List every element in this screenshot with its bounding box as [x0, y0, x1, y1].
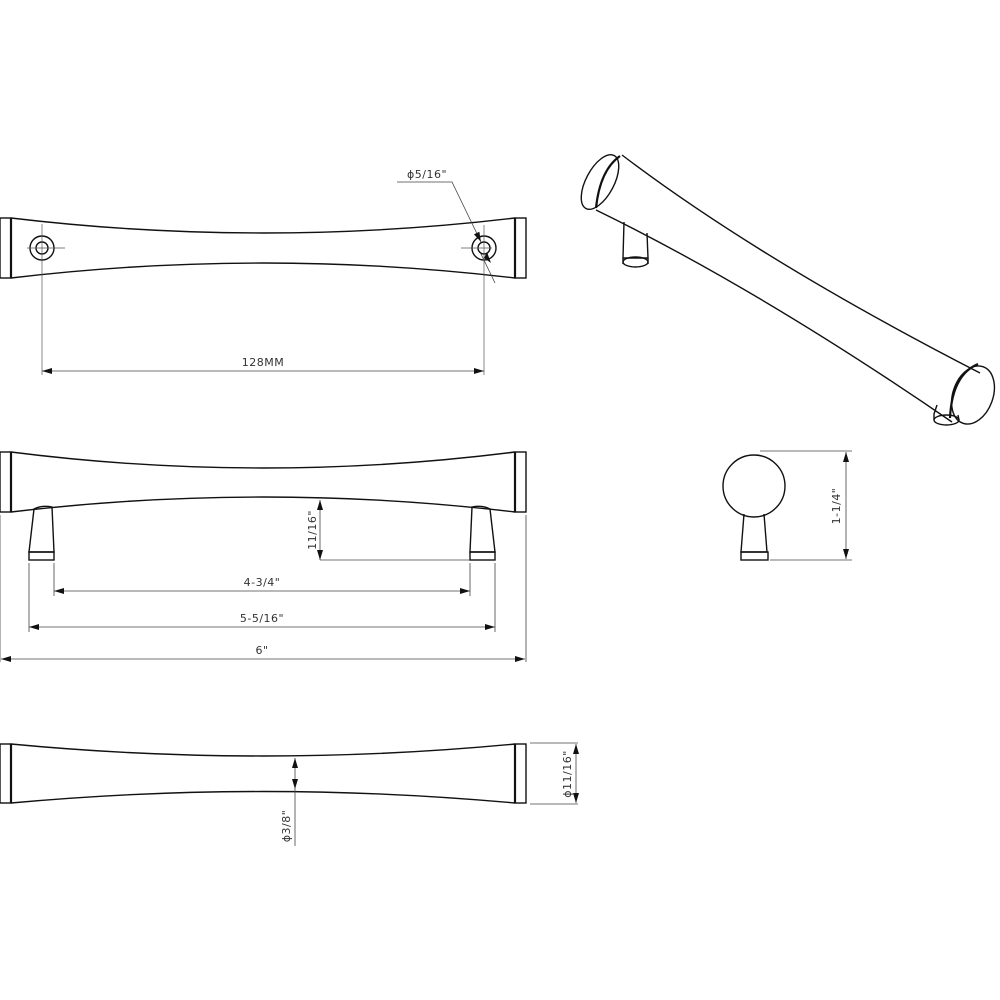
left-end-cap	[0, 217, 12, 279]
hole-diameter-label: ϕ5/16"	[407, 168, 447, 181]
side-view: 1-1/4"	[722, 450, 852, 561]
height-label: 1-1/4"	[830, 488, 843, 525]
top-view: ϕ5/16" 128MM	[0, 168, 527, 375]
center-diameter-label: ϕ3/8"	[280, 810, 293, 843]
bottom-right-end-cap	[514, 743, 527, 804]
front-left-leg	[28, 505, 55, 561]
top-view-upper-edge	[10, 217, 516, 234]
iso-right-end-face	[950, 365, 996, 425]
projection-label: 11/16"	[306, 510, 319, 550]
right-end-cap	[514, 217, 527, 279]
front-view-lower-edge	[10, 496, 516, 513]
center-to-center-label: 128MM	[242, 356, 284, 369]
bottom-view-lower-edge	[10, 790, 516, 804]
outer-leg-spacing-label: 5-5/16"	[240, 612, 284, 625]
side-end-circle	[722, 454, 786, 518]
end-diameter-label: ϕ11/16"	[561, 750, 574, 798]
iso-left-end-face	[580, 154, 620, 210]
bottom-left-end-cap	[0, 743, 12, 804]
bottom-view: ϕ3/8" ϕ11/16"	[0, 742, 579, 846]
right-mounting-hole	[461, 225, 497, 375]
iso-right-leg	[933, 404, 960, 426]
inner-leg-spacing-label: 4-3/4"	[244, 576, 281, 589]
front-left-end-cap	[0, 451, 12, 513]
front-view-upper-edge	[10, 451, 516, 469]
top-view-lower-edge	[10, 262, 516, 279]
isometric-view	[580, 154, 996, 426]
left-mounting-hole	[27, 224, 65, 375]
overall-length-label: 6"	[255, 644, 268, 657]
bottom-view-upper-edge	[10, 743, 516, 757]
iso-left-leg	[622, 221, 649, 268]
front-right-end-cap	[514, 451, 527, 513]
front-right-leg	[469, 505, 496, 561]
side-leg	[740, 513, 768, 553]
iso-upper-edge	[621, 154, 981, 374]
iso-lower-edge	[595, 209, 953, 423]
front-view: 11/16" 4-3/4" 5-5/16" 6"	[0, 451, 527, 662]
